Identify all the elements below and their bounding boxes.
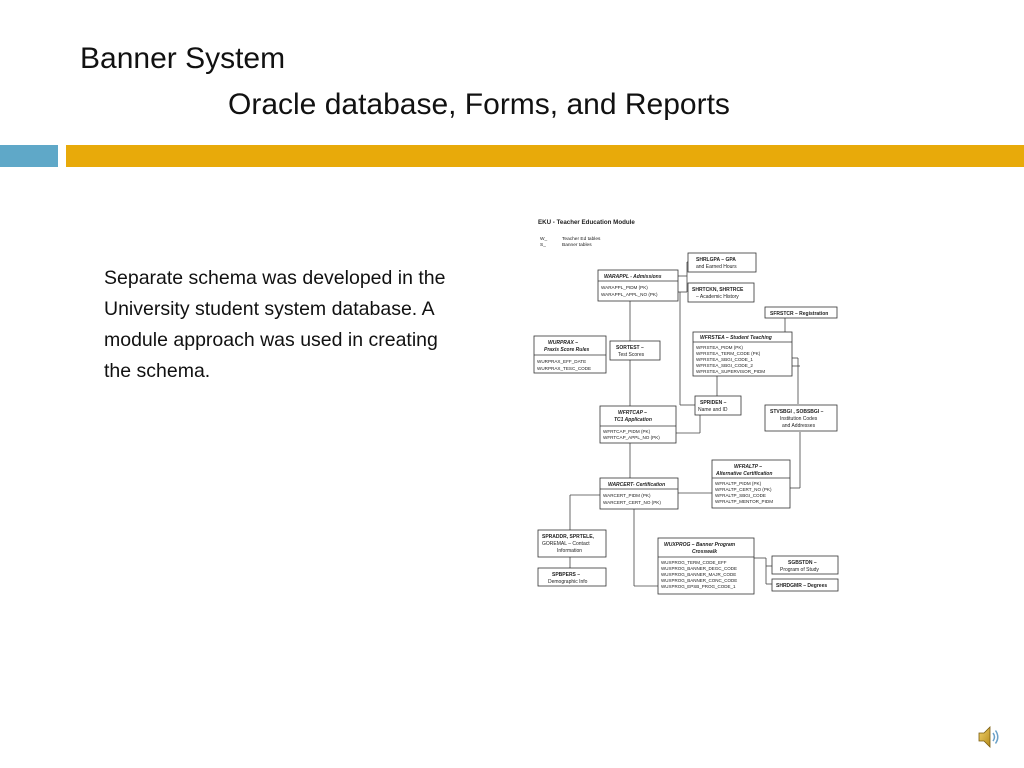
table-box-shrdgmr: SHRDGMR – Degrees (771, 578, 839, 592)
svg-text:WFRSTEA_SBGI_CODE_1: WFRSTEA_SBGI_CODE_1 (696, 357, 753, 362)
svg-text:SFRSTCR – Registration: SFRSTCR – Registration (770, 311, 828, 317)
table-box-wfrtcap: WFRTCAP – TC1 Application WFRTCAP_PIDM (… (599, 405, 677, 444)
svg-text:and Earned Hours: and Earned Hours (696, 264, 737, 270)
table-box-shrlgpa: SHRLGPA – GPA and Earned Hours (687, 252, 757, 273)
svg-text:WARCERT_CERT_NO (PK): WARCERT_CERT_NO (PK) (603, 500, 661, 505)
table-box-stvsbgi: STVSBGI , SOBSBGI – Institution Codes an… (764, 404, 838, 432)
svg-text:WUXPROG_BANNER_CONC_CODE: WUXPROG_BANNER_CONC_CODE (661, 578, 737, 583)
table-box-wfrstea: WFRSTEA – Student Teaching WFRSTEA_PIDM … (692, 331, 793, 377)
svg-text:WUXPROG_BANNER_MAJR_CODE: WUXPROG_BANNER_MAJR_CODE (661, 572, 736, 577)
svg-text:WARCERT_PIDM (PK): WARCERT_PIDM (PK) (603, 493, 651, 498)
svg-text:WFRALTP_PIDM (PK): WFRALTP_PIDM (PK) (715, 481, 762, 486)
svg-text:WURPRAX_TESC_CODE: WURPRAX_TESC_CODE (537, 366, 591, 371)
legend-key-s: S_ (540, 242, 546, 248)
svg-text:Institution Codes: Institution Codes (780, 416, 818, 422)
svg-text:Name and ID: Name and ID (698, 407, 728, 413)
table-box-wuxprog: WUXPROG – Banner Program Crosswalk WUXPR… (657, 537, 755, 595)
table-box-warappl: WARAPPL - Admissions WARAPPL_PIDM (PK) W… (597, 269, 679, 302)
svg-text:SHRLGPA – GPA: SHRLGPA – GPA (696, 257, 736, 263)
table-box-spbpers: SPBPERS – Demographic Info (537, 567, 607, 587)
svg-text:SPRADDR, SPRTELE,: SPRADDR, SPRTELE, (542, 534, 595, 540)
slide-title-line-1: Banner System (80, 42, 286, 75)
svg-text:Praxis Score Rules: Praxis Score Rules (544, 347, 590, 353)
legend-text-s: Banner tables (562, 242, 592, 248)
svg-text:and Addresses: and Addresses (782, 423, 816, 429)
svg-text:WUXPROG_EPSB_PROG_CODE_1: WUXPROG_EPSB_PROG_CODE_1 (661, 584, 736, 589)
svg-text:Crosswalk: Crosswalk (692, 549, 717, 555)
table-box-warcert: WARCERT- Certification WARCERT_PIDM (PK)… (599, 477, 679, 510)
svg-text:Information: Information (557, 548, 582, 554)
svg-text:SPBPERS –: SPBPERS – (552, 572, 580, 578)
table-box-sfrstcr: SFRSTCR – Registration (764, 306, 838, 319)
connector-lines (569, 261, 801, 587)
table-box-sgbstdn: SGBSTDN – Program of Study (771, 555, 839, 575)
svg-text:SGBSTDN –: SGBSTDN – (788, 560, 817, 566)
svg-text:WUXPROG_BANNER_DEGC_CODE: WUXPROG_BANNER_DEGC_CODE (661, 566, 737, 571)
svg-text:WFRSTEA_SUPERVISOR_PIDM: WFRSTEA_SUPERVISOR_PIDM (696, 369, 765, 374)
svg-text:WARAPPL - Admissions: WARAPPL - Admissions (604, 274, 662, 280)
svg-text:WURPRAX –: WURPRAX – (548, 340, 578, 346)
table-box-sortest: SORTEST – Test Scores (609, 340, 661, 361)
svg-text:Program of Study: Program of Study (780, 567, 819, 573)
schema-diagram: EKU - Teacher Education Module W_ Teache… (533, 219, 839, 595)
speaker-icon[interactable] (976, 724, 1002, 750)
svg-text:WUXPROG_TERM_CODE_EFF: WUXPROG_TERM_CODE_EFF (661, 560, 727, 565)
svg-text:WARCERT- Certification: WARCERT- Certification (608, 482, 665, 488)
accent-bar-blue (0, 145, 58, 167)
svg-text:WFRTCAP –: WFRTCAP – (618, 410, 647, 416)
svg-text:TC1 Application: TC1 Application (614, 417, 652, 423)
svg-text:WARAPPL_PIDM (PK): WARAPPL_PIDM (PK) (601, 285, 648, 290)
svg-text:WFRTCAP_PIDM (PK): WFRTCAP_PIDM (PK) (603, 429, 651, 434)
slide-body-text: Separate schema was developed in the Uni… (104, 267, 446, 382)
table-box-wfraltp: WFRALTP – Alternative Certification WFRA… (711, 459, 791, 509)
diagram-heading: EKU - Teacher Education Module (538, 219, 635, 226)
svg-text:WFRALTP_CERT_NO (PK): WFRALTP_CERT_NO (PK) (715, 487, 772, 492)
svg-text:STVSBGI , SOBSBGI –: STVSBGI , SOBSBGI – (770, 409, 824, 415)
legend-text-w: Teacher Ed tables (562, 236, 601, 242)
svg-text:Alternative Certification: Alternative Certification (715, 471, 772, 477)
svg-text:WFRALTP –: WFRALTP – (734, 464, 762, 470)
svg-text:– Academic History: – Academic History (696, 294, 739, 300)
svg-text:WFRSTEA – Student Teaching: WFRSTEA – Student Teaching (700, 335, 772, 341)
svg-text:WFRALTP_SBGI_CODE: WFRALTP_SBGI_CODE (715, 493, 766, 498)
svg-text:WUXPROG – Banner Program: WUXPROG – Banner Program (664, 542, 736, 548)
slide-title-line-2: Oracle database, Forms, and Reports (228, 88, 730, 121)
svg-text:Demographic Info: Demographic Info (548, 579, 588, 585)
accent-bar-gold (66, 145, 1024, 167)
legend-key-w: W_ (540, 236, 548, 242)
svg-text:GOREMAL – Contact: GOREMAL – Contact (542, 541, 590, 547)
table-box-wurprax: WURPRAX – Praxis Score Rules WURPRAX_EFF… (533, 335, 607, 374)
table-box-spriden: SPRIDEN – Name and ID (694, 395, 742, 416)
svg-text:WURPRAX_EFF_DATE: WURPRAX_EFF_DATE (537, 359, 586, 364)
svg-text:Test Scores: Test Scores (618, 352, 645, 358)
svg-text:WFRTCAP_APPL_NO (PK): WFRTCAP_APPL_NO (PK) (603, 435, 660, 440)
svg-text:SORTEST –: SORTEST – (616, 345, 644, 351)
svg-text:WFRSTEA_PIDM (PK): WFRSTEA_PIDM (PK) (696, 345, 743, 350)
svg-text:WFRSTEA_TERM_CODE (PK): WFRSTEA_TERM_CODE (PK) (696, 351, 761, 356)
svg-text:SHRTCKN, SHRTRCE: SHRTCKN, SHRTRCE (692, 287, 744, 293)
svg-text:WARAPPL_APPL_NO (PK): WARAPPL_APPL_NO (PK) (601, 292, 658, 297)
svg-text:SHRDGMR – Degrees: SHRDGMR – Degrees (776, 583, 827, 589)
svg-text:SPRIDEN –: SPRIDEN – (700, 400, 727, 406)
table-box-spraddr: SPRADDR, SPRTELE, GOREMAL – Contact Info… (537, 529, 607, 558)
svg-text:WFRALTP_MENTOR_PIDM: WFRALTP_MENTOR_PIDM (715, 499, 773, 504)
table-box-shrtckn: SHRTCKN, SHRTRCE – Academic History (687, 282, 755, 303)
svg-text:WFRSTEA_SBGI_CODE_2: WFRSTEA_SBGI_CODE_2 (696, 363, 753, 368)
